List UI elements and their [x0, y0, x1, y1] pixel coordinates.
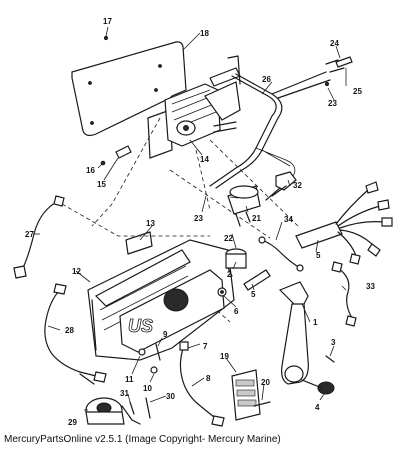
assembly-lines [61, 117, 301, 323]
callout-22: 22 [224, 234, 233, 243]
callout-24: 24 [330, 39, 339, 48]
terminal-block-19 [231, 369, 261, 421]
callout-6: 6 [234, 307, 239, 316]
callout-29: 29 [68, 418, 77, 427]
callout-12: 12 [72, 267, 81, 276]
screw-31 [129, 401, 135, 415]
callout-23b: 23 [328, 99, 337, 108]
callout-21: 21 [252, 214, 261, 223]
callout-33: 33 [366, 282, 375, 291]
callout-11: 11 [125, 375, 134, 384]
callout-8: 8 [206, 374, 211, 383]
key-32 [265, 171, 297, 201]
screw-17 [103, 35, 109, 41]
callout-18: 18 [200, 29, 209, 38]
ignition-switch-21 [227, 185, 261, 227]
horn-29 [85, 397, 141, 425]
screw-9 [155, 343, 161, 361]
callout-4: 4 [315, 403, 320, 412]
mount-bracket-13 [125, 231, 153, 255]
callout-3: 3 [331, 338, 336, 347]
callout-7: 7 [203, 342, 208, 351]
housing-logo: US [128, 316, 153, 336]
shift-mechanism [147, 55, 241, 159]
callout-30: 30 [166, 392, 175, 401]
callout-9: 9 [163, 330, 168, 339]
callout-19: 19 [220, 352, 229, 361]
callout-17: 17 [103, 17, 112, 26]
rod-5 [243, 269, 271, 291]
callout-2: 2 [227, 270, 232, 279]
callout-13: 13 [146, 219, 155, 228]
callout-5a: 5 [316, 251, 321, 260]
callout-26: 26 [262, 75, 271, 84]
switch-22 [225, 248, 247, 277]
callout-16: 16 [86, 166, 95, 175]
callout-15: 15 [97, 180, 106, 189]
copyright-caption: MercuryPartsOnline v2.5.1 (Image Copyrig… [4, 434, 281, 445]
callout-10: 10 [143, 384, 152, 393]
control-housing: US [87, 239, 235, 361]
washer-11 [138, 348, 146, 356]
cable-27 [13, 195, 65, 279]
callout-28: 28 [65, 326, 74, 335]
screw-10 [150, 366, 158, 374]
callout-27: 27 [25, 230, 34, 239]
cable-end-25 [335, 56, 353, 68]
callout-31: 31 [120, 389, 129, 398]
callout-32: 32 [293, 181, 302, 190]
callout-5b: 5 [251, 290, 256, 299]
trim-harness-8 [179, 341, 225, 427]
callout-23a: 23 [194, 214, 203, 223]
control-handle-1 [278, 281, 335, 395]
callout-1: 1 [313, 318, 318, 327]
wiring-harness-5 [295, 181, 393, 265]
callout-20: 20 [261, 378, 270, 387]
harness-34 [258, 236, 304, 272]
screw-20 [253, 401, 271, 407]
pin-15 [115, 145, 132, 159]
callout-leaders [34, 32, 347, 411]
screw-30 [145, 397, 151, 419]
callout-14: 14 [200, 155, 209, 164]
harness-28 [44, 283, 107, 385]
nut-23-top [324, 81, 330, 87]
control-cables [209, 59, 345, 189]
spring-3 [325, 355, 335, 363]
callout-34: 34 [284, 215, 293, 224]
callout-labels: 1 2 3 4 5 5 6 7 8 9 10 11 12 13 14 15 16… [25, 17, 375, 427]
harness-33 [331, 261, 357, 327]
screw-16 [100, 160, 106, 166]
callout-25: 25 [353, 87, 362, 96]
